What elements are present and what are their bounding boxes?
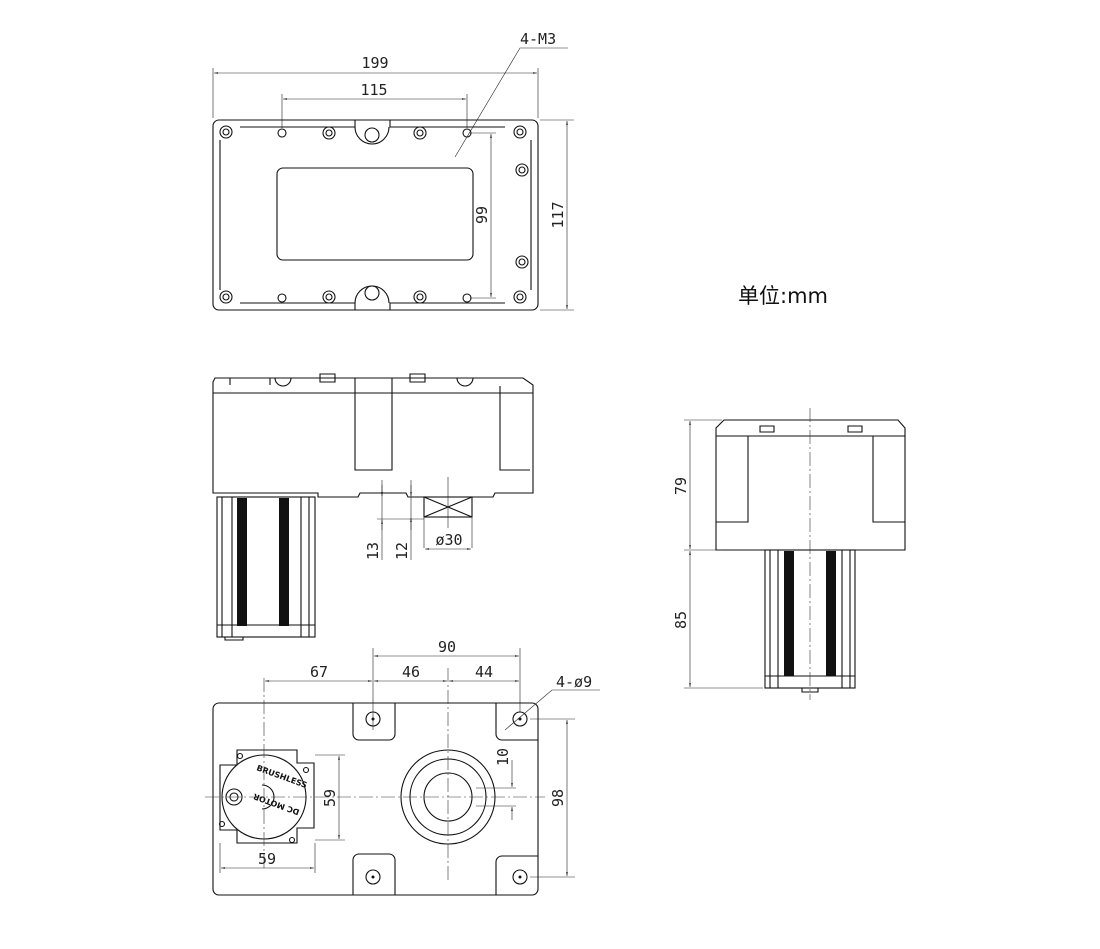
- dim-67: 67: [310, 663, 328, 681]
- dim-height: 117: [549, 201, 567, 228]
- dim-hole-spacing: 115: [360, 81, 387, 99]
- motor-label-2: DC MOTOR: [252, 792, 301, 817]
- unit-label: 单位:mm: [738, 284, 828, 308]
- dim-shaft-diameter: ø30: [435, 531, 462, 549]
- dim-hole-height: 99: [473, 206, 491, 224]
- mount-holes: [365, 711, 528, 885]
- dim-body-height: 79: [672, 477, 690, 495]
- dim-90: 90: [438, 638, 456, 656]
- mount-holes-callout: 4-ø9: [556, 673, 592, 691]
- dim-13: 13: [364, 542, 382, 560]
- end-view: 79 85: [672, 408, 906, 700]
- dim-12: 12: [393, 542, 411, 560]
- dim-motor-length: 85: [672, 611, 690, 629]
- dim-44: 44: [475, 663, 493, 681]
- side-view: 13 12 ø30: [212, 373, 534, 641]
- thread-callout: 4-M3: [520, 30, 556, 48]
- dim-46: 46: [402, 663, 420, 681]
- bottom-view: BRUSHLESS DC MOTOR 90 67 46 44 4-ø9 10 5…: [205, 638, 600, 896]
- dim-98: 98: [549, 789, 567, 807]
- top-view: 199 115 4-M3 99 117: [212, 30, 574, 311]
- dim-10: 10: [494, 748, 512, 766]
- dim-flange-height: 59: [321, 789, 339, 807]
- dim-width: 199: [361, 54, 388, 72]
- dim-flange-width: 59: [258, 850, 276, 868]
